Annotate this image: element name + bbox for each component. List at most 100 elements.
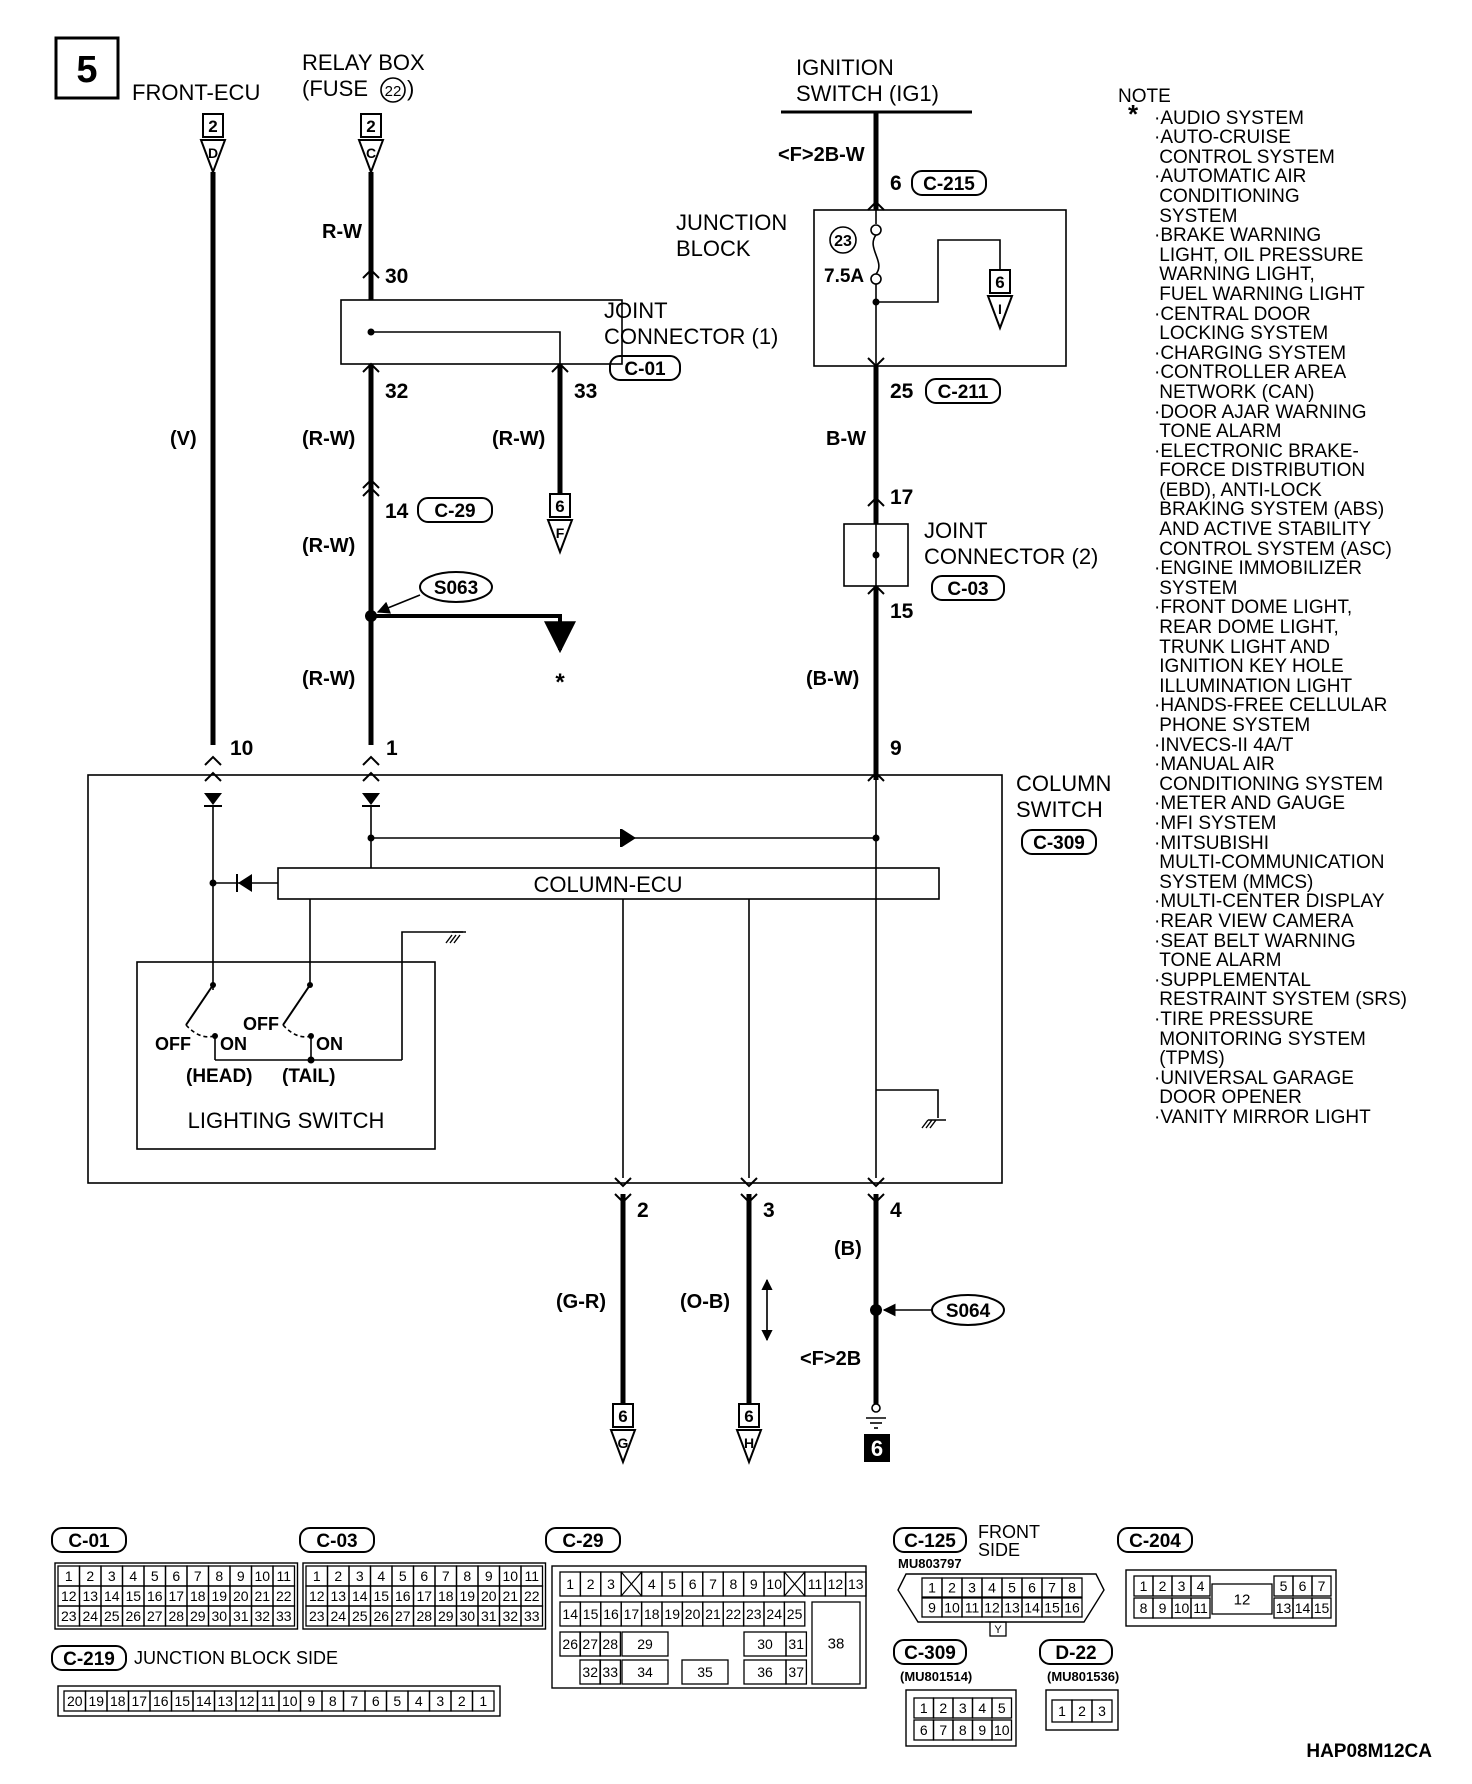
note-item: FORCE DISTRIBUTION (1154, 460, 1366, 482)
pin-number: 25 (352, 1608, 368, 1624)
pin-number: 22 (726, 1606, 742, 1622)
note-title: NOTE (1118, 86, 1171, 107)
note-panel: NOTE * ·AUDIO SYSTEM·AUTO-CRUISE CONTROL… (1118, 87, 1463, 1127)
note-item: ·AUDIO SYSTEM (1154, 107, 1304, 129)
pin-number: 12 (1234, 1591, 1251, 1608)
pin-label: 25 (890, 380, 914, 403)
note-item: TONE ALARM (1154, 950, 1282, 972)
wire-color-b: (B) (834, 1238, 862, 1260)
pin-number: 7 (350, 1693, 358, 1709)
pin-number: 27 (147, 1608, 163, 1624)
pin-number: 21 (254, 1588, 270, 1604)
pin-number: 10 (282, 1693, 298, 1709)
pin-number: 21 (502, 1588, 518, 1604)
pin-number: 1 (566, 1576, 574, 1592)
pin-number: 8 (959, 1722, 967, 1738)
connector-triangle-d (199, 139, 227, 175)
pin-number: 9 (928, 1600, 936, 1616)
ignition-label: IGNITION (796, 55, 894, 80)
pin-number: 6 (372, 1693, 380, 1709)
pin-number: 11 (524, 1568, 539, 1584)
junction-block-label: JUNCTION (676, 210, 787, 235)
pin-number: 35 (697, 1664, 713, 1680)
connector-c29-tag (417, 497, 493, 523)
pin-number: 33 (276, 1608, 292, 1624)
pin-number: 23 (309, 1608, 325, 1624)
pin-number: 23 (61, 1608, 77, 1624)
connector-id: C-215 (923, 174, 975, 195)
note-item: ·UNIVERSAL GARAGE (1154, 1067, 1354, 1089)
connector-id: C-211 (938, 382, 989, 403)
pin-number: 15 (583, 1606, 599, 1622)
pin-label: 30 (385, 265, 408, 288)
pin-label: 14 (385, 500, 409, 523)
pin-number: 32 (502, 1608, 518, 1624)
note-item: SYSTEM (MMCS) (1154, 871, 1314, 893)
joint2-label: CONNECTOR (2) (924, 544, 1098, 569)
splice-s063 (419, 571, 493, 603)
joint-connector-1 (340, 299, 623, 365)
note-item: MULTI-COMMUNICATION (1154, 852, 1385, 874)
pin-number: 3 (436, 1693, 444, 1709)
pin-number: 3 (968, 1580, 976, 1596)
pin-number: 5 (151, 1568, 159, 1584)
joint2-label: JOINT (924, 518, 988, 543)
wire-color-bw: (B-W) (806, 668, 859, 690)
note-item: SYSTEM (1154, 577, 1238, 599)
pin-label: 1 (386, 737, 398, 760)
fuse-number: 23 (834, 233, 852, 250)
pin-number: 20 (67, 1693, 83, 1709)
fuse-number: 22 (385, 83, 402, 100)
pin-number: 16 (395, 1588, 411, 1604)
pin-number: 16 (603, 1606, 619, 1622)
pin-number: 31 (481, 1608, 497, 1624)
note-item: ·ENGINE IMMOBILIZER (1154, 558, 1362, 580)
splice-label: S063 (434, 578, 478, 599)
image-code: HAP08M12CA (1306, 1741, 1432, 1762)
note-item: PHONE SYSTEM (1154, 715, 1311, 736)
pin-number: 9 (1159, 1600, 1167, 1616)
junction-block (813, 209, 1067, 367)
connector-id: C-29 (562, 1531, 603, 1552)
pin-number: 3 (1178, 1578, 1186, 1594)
pin-number: 2 (1078, 1703, 1086, 1719)
pin-number: 3 (959, 1700, 967, 1716)
pin-number: 10 (1174, 1600, 1190, 1616)
pin-number: 20 (685, 1606, 701, 1622)
tail-label: (TAIL) (282, 1066, 335, 1087)
fuse-circle (380, 77, 406, 103)
note-item: CONTROL SYSTEM (1154, 146, 1335, 168)
pin-number: 26 (562, 1636, 578, 1652)
pin-number: 16 (147, 1588, 163, 1604)
pin-number: 5 (1280, 1578, 1288, 1594)
off-label: OFF (155, 1034, 191, 1054)
pin-number: 2 (1159, 1578, 1167, 1594)
note-item: REAR DOME LIGHT, (1154, 617, 1339, 639)
pin-number: 2 (939, 1700, 947, 1716)
pin-number: 19 (664, 1606, 680, 1622)
note-star: * (555, 669, 565, 696)
fuse-amp: 7.5A (824, 266, 864, 287)
fuse-label: (FUSE (302, 76, 368, 101)
lighting-switch-label: LIGHTING SWITCH (188, 1108, 385, 1133)
ground-ref: 6 (871, 1436, 883, 1461)
pin-number: 17 (416, 1588, 432, 1604)
connector-id: C-125 (904, 1531, 956, 1552)
pin-number: 33 (602, 1664, 618, 1680)
pin-number: 14 (104, 1588, 120, 1604)
pin-number: 14 (196, 1693, 212, 1709)
pin-number: 11 (1193, 1600, 1208, 1616)
pin-number: 9 (978, 1722, 986, 1738)
pin-number: 5 (668, 1576, 676, 1592)
pin-number: 10 (994, 1722, 1010, 1738)
pin-number: 4 (415, 1693, 423, 1709)
pin-number: 14 (1295, 1600, 1311, 1616)
pin-number: 13 (82, 1588, 98, 1604)
pin-number: 1 (65, 1568, 73, 1584)
ref-letter: H (744, 1435, 754, 1451)
pin-label: 17 (890, 486, 913, 509)
